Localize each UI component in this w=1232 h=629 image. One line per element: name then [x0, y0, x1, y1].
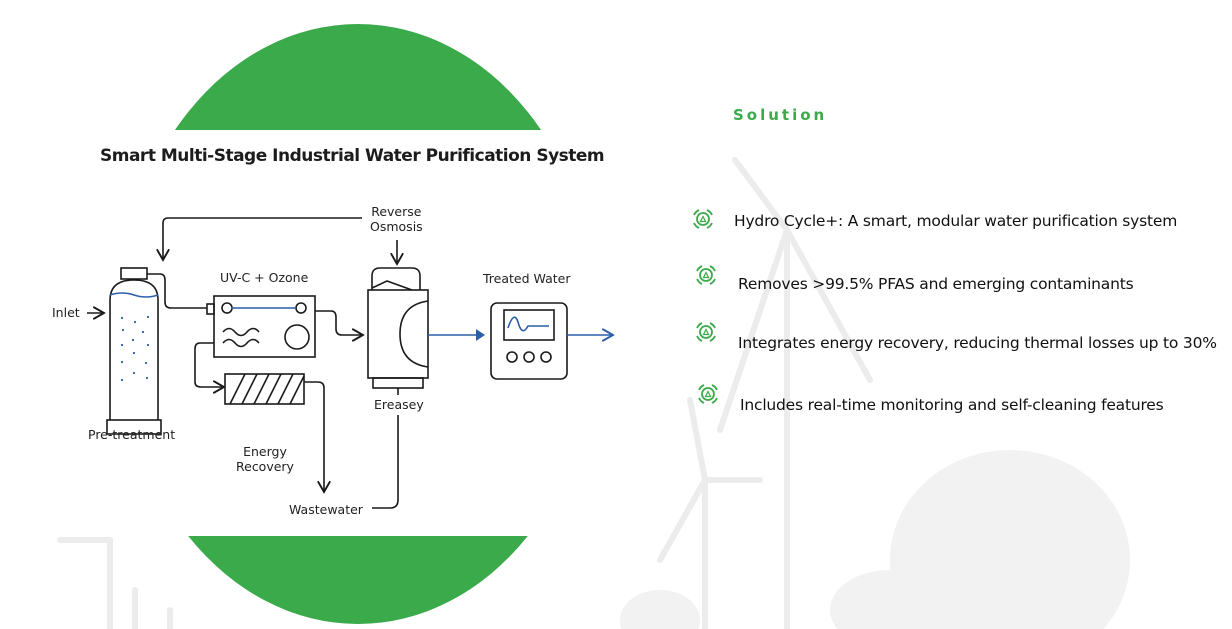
label-uvc-ozone: UV-C + Ozone	[220, 270, 309, 285]
vessel-cap	[120, 267, 148, 280]
recycle-leaf-icon	[696, 265, 716, 285]
label-energy-recovery: Energy Recovery	[236, 444, 294, 474]
recycle-leaf-icon	[696, 322, 716, 342]
label-pretreatment: Pre-treatment	[88, 427, 176, 442]
pretreatment-vessel	[109, 279, 159, 420]
purification-diagram: Smart Multi-Stage Industrial Water Purif…	[30, 130, 620, 536]
bullet-text: Integrates energy recovery, reducing the…	[738, 334, 1217, 352]
uvc-ozone-unit	[213, 295, 316, 358]
label-ereasey: Ereasey	[374, 397, 424, 412]
bullet-text: Removes >99.5% PFAS and emerging contami…	[738, 275, 1134, 293]
recycle-line	[163, 217, 362, 260]
label-reverse: Reverse	[371, 204, 422, 219]
solution-heading: Solution	[733, 106, 828, 124]
diagram-graphic	[87, 217, 620, 509]
treated-water-monitor	[490, 302, 568, 380]
label-wastewater: Wastewater	[289, 502, 363, 517]
label-recovery: Recovery	[236, 459, 294, 474]
label-reverse-osmosis: Reverse Osmosis	[370, 204, 423, 234]
water-level	[109, 292, 159, 298]
label-inlet: Inlet	[52, 305, 80, 320]
bullet-text: Hydro Cycle+: A smart, modular water pur…	[734, 212, 1178, 230]
recycle-leaf-icon	[698, 384, 718, 404]
monitor-waveform	[507, 316, 549, 332]
label-treated-water: Treated Water	[483, 271, 571, 286]
recycle-leaf-icon	[693, 209, 713, 229]
diagram-title: Smart Multi-Stage Industrial Water Purif…	[100, 146, 605, 166]
vessel-base	[106, 419, 162, 435]
bullet-text: Includes real-time monitoring and self-c…	[740, 396, 1164, 414]
label-energy: Energy	[243, 444, 287, 459]
energy-recovery-unit	[224, 373, 305, 405]
label-osmosis: Osmosis	[370, 219, 423, 234]
